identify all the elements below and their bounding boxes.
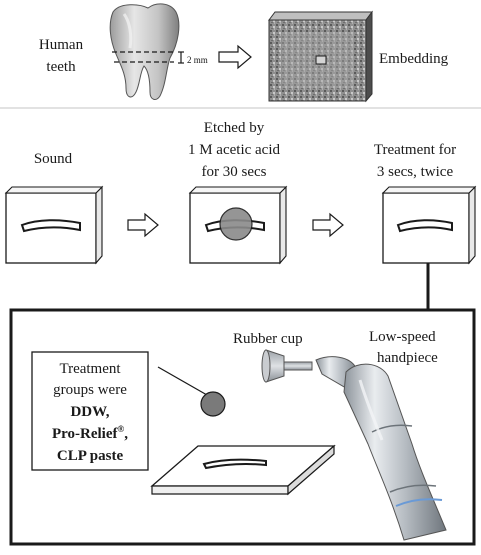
group-clp: CLP paste [57, 448, 124, 464]
embedding-label: Embedding [379, 51, 449, 67]
specimen-box-etched [188, 185, 288, 265]
step-2-label-line2: 1 M acetic acid [188, 142, 281, 158]
specimen-slab [150, 444, 336, 496]
step-row: Sound Etched by 1 M acetic acid for 30 s… [4, 120, 477, 310]
paste-dot [200, 391, 226, 417]
group-ddw: DDW, [70, 404, 109, 420]
rubber-cup [261, 349, 313, 383]
step-3-label-line2: 3 secs, twice [377, 164, 454, 180]
group-prorelief: Pro-Relief®, [52, 424, 128, 442]
treatment-intro-line1: Treatment [59, 361, 121, 377]
specimen-slice [315, 55, 327, 65]
handpiece-label-line2: handpiece [377, 350, 438, 366]
specimen-box-treated [381, 185, 477, 265]
etch-area [219, 207, 253, 241]
teeth-label-line1: Human [39, 37, 84, 53]
arrow-step-2-to-3 [312, 212, 344, 238]
step-3-label-line1: Treatment for [374, 142, 456, 158]
treatment-intro-line2: groups were [53, 382, 127, 398]
step-2-label-line1: Etched by [204, 120, 265, 136]
arrow-to-embedding [218, 44, 252, 70]
handpiece [315, 356, 447, 541]
arrow-step-1-to-2 [127, 212, 159, 238]
teeth-label-line2: teeth [46, 59, 76, 75]
treatment-groups-callout: Treatment groups were DDW, Pro-Relief®, … [31, 351, 149, 471]
detail-panel: Rubber cup Low-speed handpiece Treatment… [9, 308, 476, 546]
dimension-marker [178, 51, 184, 64]
top-row: Human teeth 2 mm Embedding [39, 3, 449, 103]
step-1-label-line1: Sound [34, 151, 73, 167]
handpiece-label-line1: Low-speed [369, 329, 436, 345]
rubber-cup-label: Rubber cup [233, 331, 303, 347]
callout-leader [157, 366, 208, 396]
embedding-block [268, 10, 373, 103]
step-2-label-line3: for 30 secs [202, 164, 267, 180]
cut-dimension-label: 2 mm [187, 55, 208, 65]
specimen-box-sound [4, 185, 104, 265]
